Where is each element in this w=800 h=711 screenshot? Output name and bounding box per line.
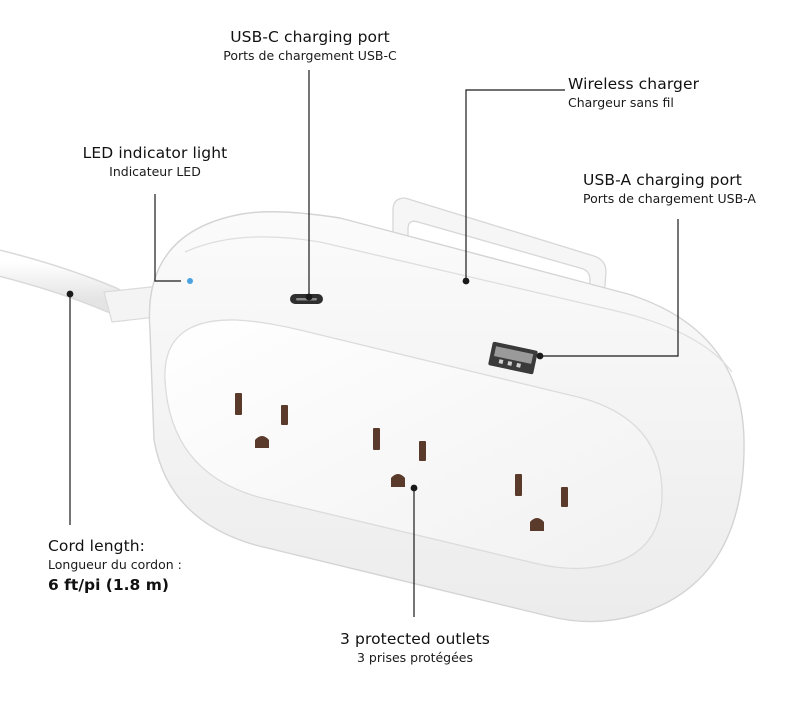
endpoint-wireless (462, 277, 470, 285)
callout-usb-a-port: USB-A charging port Ports de chargement … (583, 170, 756, 207)
cord-length-value: 6 ft/pi (1.8 m) (48, 576, 169, 594)
led-label-fr: Indicateur LED (109, 164, 201, 179)
callout-wireless-charger: Wireless charger Chargeur sans fil (568, 74, 699, 111)
leader-lines (69, 70, 679, 617)
cord-label-fr: Longueur du cordon : (48, 557, 182, 572)
callout-cord-length: Cord length: Longueur du cordon : 6 ft/p… (48, 536, 182, 596)
wireless-label-fr: Chargeur sans fil (568, 95, 674, 110)
usb-c-label: USB-C charging port (230, 28, 390, 46)
usb-a-label-fr: Ports de chargement USB-A (583, 191, 756, 206)
outlet-3 (515, 474, 568, 531)
callout-protected-outlets: 3 protected outlets 3 prises protégées (300, 629, 530, 666)
led-indicator (187, 278, 193, 284)
outlet-2 (373, 428, 426, 487)
endpoint-usb-c (305, 293, 313, 301)
outlets-label: 3 protected outlets (340, 630, 490, 648)
endpoint-cord (66, 290, 74, 298)
outlets-label-fr: 3 prises protégées (356, 650, 474, 665)
leader-endpoints (66, 277, 544, 492)
power-cord (0, 249, 167, 323)
cord-label: Cord length: (48, 537, 146, 555)
leader-usb-a (540, 219, 679, 357)
power-strip-body (148, 211, 745, 623)
callout-usb-c-port: USB-C charging port Ports de chargement … (190, 27, 430, 64)
leader-wireless (465, 89, 565, 281)
led-label: LED indicator light (82, 144, 228, 162)
leader-led (154, 194, 181, 282)
usb-c-label-fr: Ports de chargement USB-C (223, 48, 397, 63)
endpoint-outlets (410, 484, 418, 492)
callout-led-indicator: LED indicator light Indicateur LED (60, 143, 250, 180)
outlet-1 (235, 393, 288, 448)
wireless-label: Wireless charger (568, 75, 700, 93)
usb-a-label: USB-A charging port (583, 171, 742, 189)
endpoint-usb-a (536, 352, 544, 360)
usb-a-port (488, 341, 538, 375)
